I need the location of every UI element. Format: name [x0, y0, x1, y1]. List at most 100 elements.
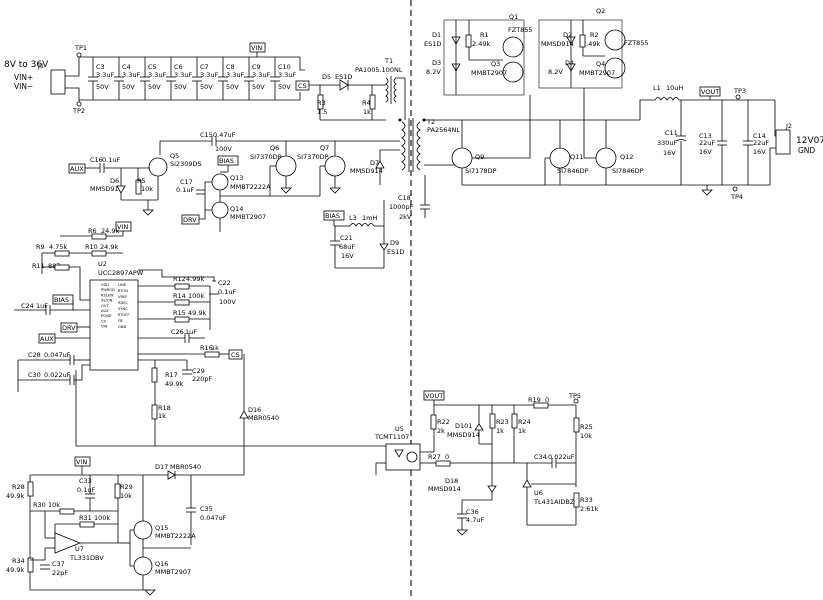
d6-label: D6	[110, 177, 119, 185]
c14-voltage: 16V	[753, 148, 766, 156]
d4-label: D4	[565, 59, 574, 67]
r23-label: R23	[496, 418, 509, 426]
r24-label: R24	[518, 418, 531, 426]
r12-label: R12	[173, 275, 186, 283]
u2-value: UCC2897APW	[98, 269, 144, 277]
c11-value: 330uF	[657, 139, 678, 147]
r5-value: 10k	[141, 185, 153, 193]
r27-value: 0	[445, 453, 449, 461]
r9-resistor	[54, 250, 70, 257]
input-capacitor-ref: C9	[252, 63, 261, 71]
d5-value: ES1D	[335, 73, 352, 81]
q12-label: Q12	[620, 153, 633, 161]
r14-resistor	[174, 299, 190, 306]
net-bias-u2-label: BIAS	[54, 296, 69, 304]
l1-label: L1	[653, 84, 661, 92]
c13-label: C13	[699, 132, 712, 140]
q2-transistor	[604, 29, 626, 51]
r28-label: R28	[12, 483, 25, 491]
net-vin-u2-label: VIN	[117, 223, 128, 231]
r11-resistor	[54, 264, 70, 271]
r27-resistor	[435, 460, 451, 467]
q4-transistor	[604, 57, 626, 79]
q5-label: Q5	[170, 152, 179, 160]
q3-label: Q3	[491, 60, 500, 68]
r19-value: 0	[545, 396, 549, 404]
q1-transistor	[502, 36, 524, 58]
u2-pin-label: FB	[118, 319, 123, 323]
input-capacitor-value: 3.3uF	[148, 71, 166, 79]
c16-label: C16	[90, 156, 103, 164]
c18-label: C18	[398, 194, 411, 202]
input-capacitor-value: 3.3uF	[278, 71, 296, 79]
r18-value: 1k	[158, 412, 166, 420]
d9-label: D9	[390, 239, 399, 247]
q11-mosfet	[549, 147, 571, 169]
input-capacitor-ref: C10	[278, 63, 291, 71]
r16-label: R16	[200, 344, 213, 352]
q4-value: MMBT2907	[579, 69, 615, 77]
output-gnd-label: GND	[798, 146, 815, 155]
d7-value: MMSD914	[350, 167, 383, 175]
u2-pin-label: LINE	[118, 283, 127, 287]
c30-label: C30	[28, 371, 41, 379]
r22-resistor	[430, 414, 437, 430]
q12-mosfet	[595, 147, 617, 169]
q2-value: FZT855	[624, 39, 649, 47]
r2-value: 2.49k	[582, 40, 600, 48]
c29-value: 220pF	[192, 375, 213, 383]
input-capacitor-voltage: 50V	[200, 83, 213, 91]
output-voltage-label: 12V07A	[796, 136, 823, 146]
input-capacitor-voltage: 50V	[174, 83, 187, 91]
c13-voltage: 16V	[699, 148, 712, 156]
tp2-marker	[76, 101, 82, 107]
r10-resistor	[91, 250, 107, 257]
u2-pin-labels: VDDPWRGDRSLEWSS/ONOUTAUXPGNDCSVINLINERTO…	[101, 283, 129, 329]
vin-minus-label: VIN−	[14, 82, 33, 91]
q6-label: Q6	[270, 144, 279, 152]
r19-label: R19	[528, 396, 541, 404]
input-capacitor-value: 3.3uF	[226, 71, 244, 79]
j2-label: J2	[785, 122, 792, 130]
secondary-gate-drive-q1: Q1 FZT855 D1 ES1D R1 2.49k D3 8.2V Q3 MM…	[424, 13, 533, 96]
r12-resistor	[174, 283, 190, 290]
c34-label: C34	[534, 453, 547, 461]
r33-resistor	[573, 492, 580, 508]
net-vin-startup	[74, 456, 91, 467]
connector-j1	[50, 69, 66, 95]
d18-value: MMSD914	[428, 485, 461, 493]
r2-resistor	[579, 34, 586, 48]
q13-value: MMBT2222A	[230, 183, 271, 191]
r16-value: 1k	[211, 344, 219, 352]
u5-label: U5	[395, 425, 404, 433]
r24-value: 1k	[518, 427, 526, 435]
d3-label: D3	[432, 59, 441, 67]
q7-label: Q7	[320, 144, 329, 152]
q15-value: MMBT2222A	[155, 532, 196, 540]
d5-diode	[339, 79, 349, 91]
c15-value: 0.47uF	[213, 131, 236, 139]
q11-value: SI7846DP	[557, 167, 589, 175]
u7-value: TL331DBV	[69, 554, 104, 562]
r33-label: R33	[580, 496, 593, 504]
j1-label: J1	[37, 62, 44, 70]
r23-resistor	[489, 413, 496, 429]
c37-label: C37	[52, 560, 65, 568]
input-capacitor-voltage: 50V	[96, 83, 109, 91]
r19-resistor	[533, 402, 549, 409]
c21-label: C21	[340, 234, 353, 242]
c15-label: C15	[200, 131, 213, 139]
d4-value: 8.2V	[548, 68, 563, 76]
net-bias-top-label: BIAS	[219, 157, 234, 165]
t2-label: T2	[426, 118, 435, 126]
l1-inductor	[654, 97, 680, 101]
input-capacitor-voltage: 50V	[278, 83, 291, 91]
r15-label: R15	[173, 309, 186, 317]
net-vin-u2	[115, 221, 132, 232]
net-cs-top-label: CS	[298, 82, 307, 90]
r4-label: R4	[362, 99, 371, 107]
q3-transistor	[502, 61, 524, 83]
